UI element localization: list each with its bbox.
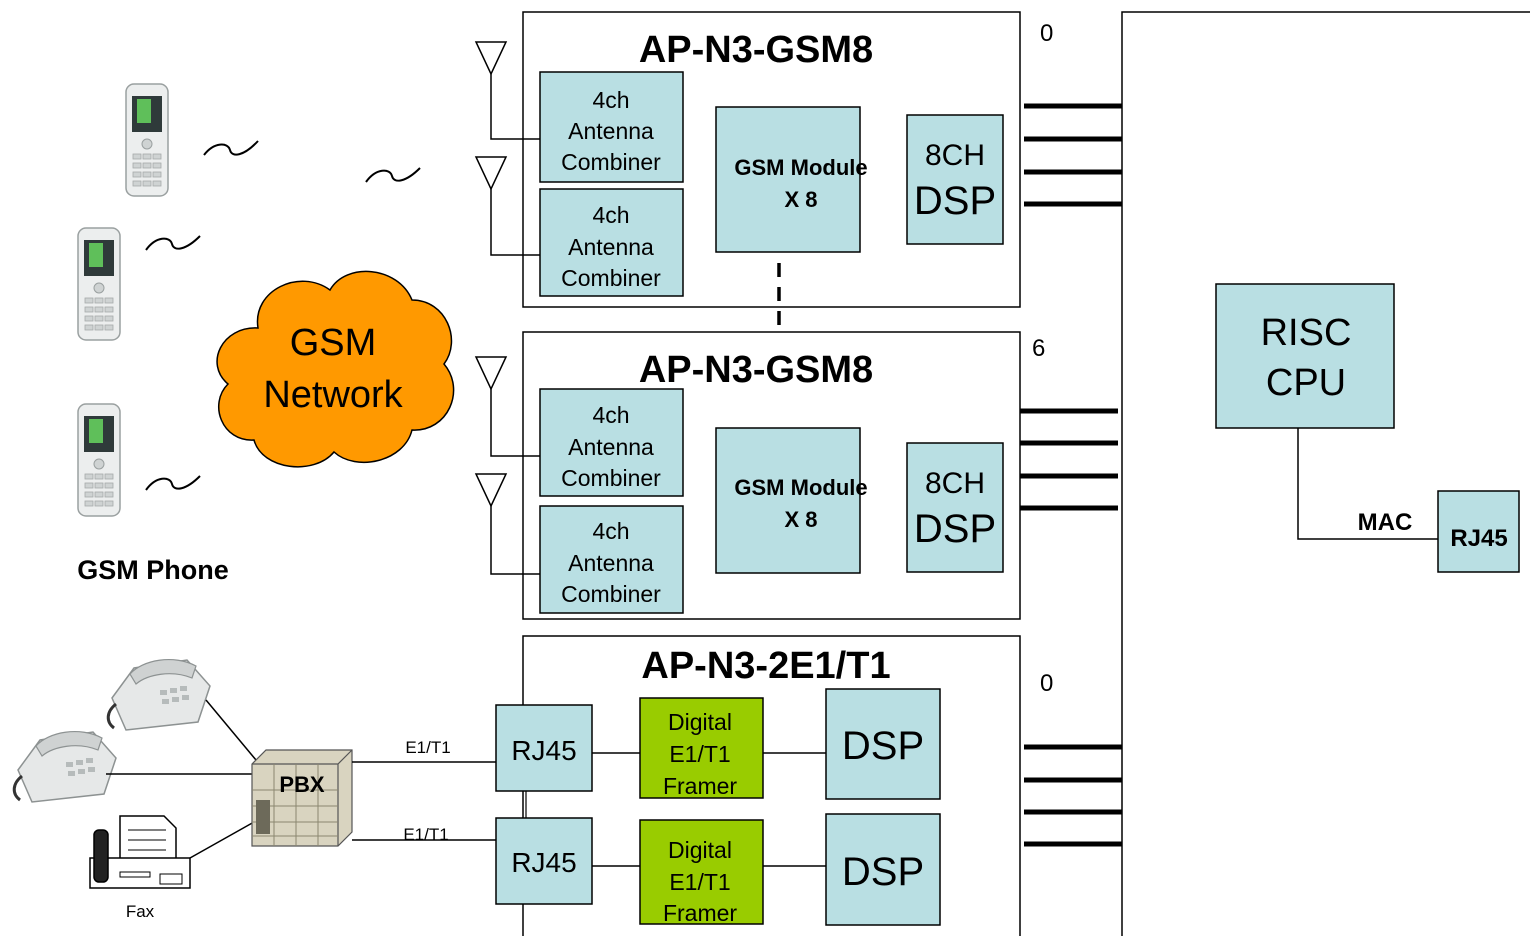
risc-cpu-line: RISC — [1261, 312, 1352, 354]
antenna-4-icon — [474, 473, 540, 575]
combiner-line: Antenna — [568, 118, 654, 144]
combiner-box — [539, 188, 684, 297]
gsm-module-box — [715, 106, 861, 253]
combiner-line: 4ch — [592, 518, 629, 544]
gsm-phone-icon — [77, 227, 121, 341]
combiner-box — [539, 71, 684, 183]
gsm-phone-label: GSM Phone — [77, 555, 229, 585]
mac-label: MAC — [1358, 509, 1413, 536]
dsp-label: DSP — [914, 507, 996, 551]
combiner-line: Combiner — [561, 265, 661, 291]
gsm-module-box — [715, 427, 861, 574]
e1-dsp-1-label: DSP — [842, 724, 924, 768]
risc-cpu-box — [1215, 283, 1395, 429]
gsm-phone-icon — [125, 83, 169, 197]
rj45-port-1 — [495, 704, 593, 792]
combiner-line: Combiner — [561, 465, 661, 491]
antenna-2-icon — [474, 156, 540, 256]
antenna-1-icon — [474, 41, 540, 140]
pbx-label: PBX — [279, 772, 325, 797]
rj45-port-1-label: RJ45 — [511, 735, 576, 766]
combiner-line: Combiner — [561, 581, 661, 607]
e1-dsp-2 — [825, 813, 941, 926]
bus-lines — [1020, 103, 1122, 847]
gsm-module-count: X 8 — [784, 187, 817, 212]
combiner-line: 4ch — [592, 402, 629, 428]
combiner-line: Antenna — [568, 550, 654, 576]
fax-label: Fax — [126, 902, 155, 921]
rj45-port-2-label: RJ45 — [511, 847, 576, 878]
e1-dsp-1 — [825, 688, 941, 800]
dsp-box — [906, 114, 1004, 245]
framer-2 — [639, 819, 764, 925]
desk-phone-icon — [106, 658, 212, 732]
e1-board-title: AP-N3-2E1/T1 — [641, 645, 890, 687]
combiner-line: Combiner — [561, 149, 661, 175]
combiner-line: 4ch — [592, 202, 629, 228]
dsp-label: DSP — [914, 179, 996, 223]
gsm-module-count: X 8 — [784, 507, 817, 532]
e1-dsp-2-label: DSP — [842, 850, 924, 894]
dsp-box — [906, 442, 1004, 573]
radio-wave-icon — [145, 140, 421, 491]
gsm-phone-icon — [77, 403, 121, 517]
framer-line: Digital — [668, 837, 732, 863]
framer-line: Framer — [663, 900, 737, 926]
rj45-port-2 — [495, 817, 593, 905]
dsp-channels: 8CH — [925, 467, 985, 500]
combiner-line: 4ch — [592, 87, 629, 113]
gsm-board-1-slot: 0 — [1040, 20, 1053, 47]
desk-phone-icon — [12, 730, 118, 804]
gsm-board-1-title: AP-N3-GSM8 — [639, 29, 873, 71]
framer-line: Digital — [668, 709, 732, 735]
dsp-channels: 8CH — [925, 139, 985, 172]
pbx-icon — [251, 749, 353, 847]
cpu-rj45-box — [1437, 490, 1520, 573]
gsm-network-line: GSM — [290, 322, 377, 364]
framer-1 — [639, 697, 764, 799]
fax-icon — [89, 815, 191, 889]
combiner-line: Antenna — [568, 234, 654, 260]
combiner-line: Antenna — [568, 434, 654, 460]
gsm-module-label: GSM Module — [734, 475, 867, 500]
backplane-board — [1121, 11, 1530, 936]
gsm-network-line: Network — [263, 374, 403, 416]
antenna-3-icon — [474, 356, 540, 457]
gsm-network-cloud — [216, 270, 455, 468]
gsm-module-label: GSM Module — [734, 155, 867, 180]
framer-line: E1/T1 — [669, 869, 730, 895]
combiner-box — [539, 505, 684, 614]
cpu-rj45-label: RJ45 — [1450, 525, 1507, 552]
e1-board-slot: 0 — [1040, 670, 1053, 697]
e1-link-2-label: E1/T1 — [403, 825, 448, 844]
e1-link-1-label: E1/T1 — [405, 738, 450, 757]
gsm-board-2-slot: 6 — [1032, 335, 1045, 362]
framer-line: E1/T1 — [669, 741, 730, 767]
mac-link — [1297, 428, 1438, 540]
framer-line: Framer — [663, 773, 737, 799]
gsm-board-2-title: AP-N3-GSM8 — [639, 349, 873, 391]
pbx-links — [106, 699, 257, 859]
combiner-box — [539, 388, 684, 497]
risc-cpu-line: CPU — [1266, 362, 1346, 404]
